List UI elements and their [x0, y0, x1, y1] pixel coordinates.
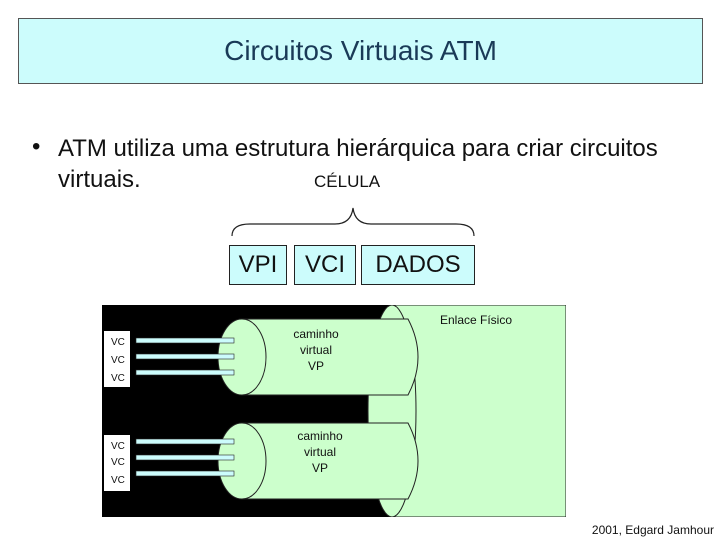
cell-label: CÉLULA: [314, 172, 381, 191]
bullet-text: ATM utiliza uma estrutura hierárquica pa…: [58, 135, 658, 193]
title-banner: Circuitos Virtuais ATM: [18, 18, 703, 84]
vc-group-1-labels: [104, 331, 130, 387]
bullet-marker: •: [32, 133, 41, 160]
atm-diagram: Enlace Físico caminho virtual VP caminho…: [102, 305, 566, 517]
virtual-channel-bar: [135, 337, 235, 344]
field-vci: VCI: [294, 245, 356, 285]
virtual-channel-bar: [135, 438, 235, 445]
virtual-path-1-line-3: VP: [308, 359, 324, 373]
vc-label: VC: [111, 457, 125, 468]
field-vpi: VPI: [229, 245, 287, 285]
virtual-path-2-body: [241, 422, 419, 500]
virtual-channel-bar: [135, 353, 235, 360]
vc-group-2-labels: [104, 435, 130, 491]
vc-label: VC: [111, 441, 125, 452]
vc-label: VC: [111, 373, 125, 384]
virtual-channel-bar: [135, 369, 235, 376]
vc-label: VC: [111, 475, 125, 486]
vc-label: VC: [111, 355, 125, 366]
cell-brace: [231, 207, 475, 237]
vc-label: VC: [111, 337, 125, 348]
virtual-path-2-line-1: caminho: [297, 429, 343, 443]
virtual-channel-bar: [135, 470, 235, 477]
virtual-path-2-line-3: VP: [312, 461, 328, 475]
footer-credit: 2001, Edgard Jamhour: [591, 523, 714, 537]
physical-link-label: Enlace Físico: [440, 313, 512, 327]
virtual-path-2-face: [217, 422, 267, 500]
virtual-path-1-line-1: caminho: [293, 327, 339, 341]
virtual-channel-bar: [135, 454, 235, 461]
virtual-path-2-line-2: virtual: [304, 445, 336, 459]
virtual-path-1-line-2: virtual: [300, 343, 332, 357]
page-title: Circuitos Virtuais ATM: [224, 35, 497, 66]
virtual-path-1-body: [241, 318, 419, 396]
field-dados: DADOS: [361, 245, 475, 285]
